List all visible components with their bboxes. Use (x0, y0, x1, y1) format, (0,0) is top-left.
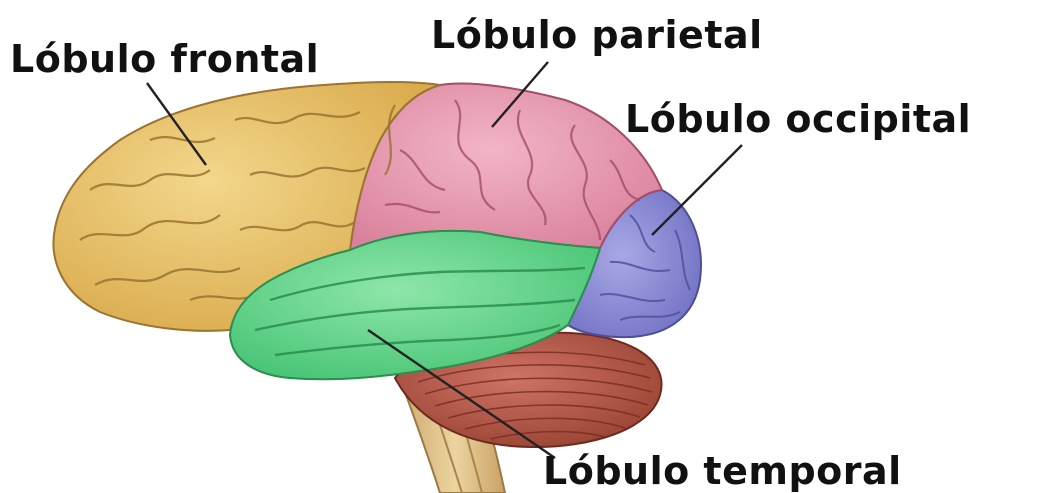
frontal-lobe-label: Lóbulo frontal (10, 40, 319, 78)
occipital-leader-line (652, 145, 742, 235)
occipital-lobe-label: Lóbulo occipital (625, 100, 971, 138)
parietal-lobe-label: Lóbulo parietal (431, 16, 763, 54)
temporal-lobe-label: Lóbulo temporal (543, 452, 902, 490)
